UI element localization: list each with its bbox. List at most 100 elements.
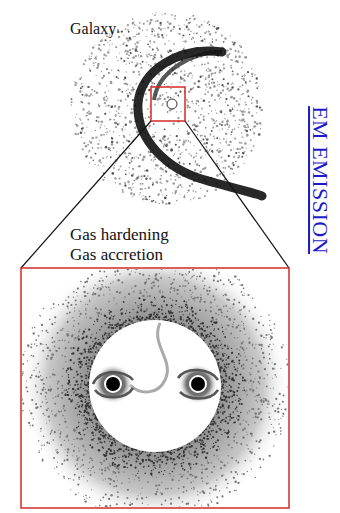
gas-dot	[221, 399, 223, 401]
star-dot	[229, 174, 230, 175]
gas-dot	[216, 354, 218, 356]
gas-dot	[84, 419, 85, 420]
star-dot	[186, 26, 188, 28]
star-dot	[246, 155, 247, 156]
gas-dot	[79, 361, 81, 363]
star-dot	[140, 55, 142, 57]
gas-dot	[93, 292, 94, 293]
star-dot	[216, 112, 218, 114]
gas-dot	[254, 454, 255, 455]
star-dot	[229, 141, 231, 143]
star-dot	[238, 127, 239, 128]
star-dot	[89, 141, 90, 142]
gas-dot	[252, 345, 253, 346]
gas-dot	[192, 298, 194, 300]
star-dot	[204, 32, 206, 34]
star-dot	[120, 58, 122, 60]
star-dot	[211, 110, 212, 111]
gas-dot	[108, 498, 110, 500]
gas-dot	[41, 324, 43, 326]
star-dot	[204, 93, 206, 95]
star-dot	[77, 133, 79, 135]
star-dot	[135, 49, 138, 52]
star-dot	[247, 126, 249, 128]
star-dot	[170, 50, 172, 52]
star-dot	[242, 110, 245, 113]
star-dot	[123, 78, 125, 80]
star-dot	[244, 108, 245, 109]
star-dot	[248, 108, 249, 109]
star-dot	[239, 98, 240, 99]
star-dot	[103, 165, 104, 166]
star-dot	[217, 94, 220, 97]
gas-dot	[70, 384, 71, 385]
star-dot	[103, 134, 105, 136]
star-dot	[213, 82, 216, 85]
star-dot	[143, 195, 144, 196]
star-dot	[142, 61, 144, 63]
gas-dot	[223, 474, 224, 475]
gas-dot	[46, 344, 47, 345]
gas-dot	[80, 384, 81, 385]
star-dot	[82, 108, 84, 110]
star-dot	[96, 75, 97, 76]
gas-dot	[201, 440, 203, 442]
star-dot	[101, 120, 104, 123]
gas-dot	[199, 301, 201, 303]
star-dot	[246, 127, 247, 128]
star-dot	[146, 36, 147, 37]
gas-dot	[203, 288, 205, 290]
star-dot	[245, 104, 247, 106]
star-dot	[211, 130, 213, 132]
star-dot	[190, 22, 191, 23]
gas-dot	[213, 466, 215, 468]
star-dot	[148, 53, 150, 55]
star-dot	[75, 133, 77, 135]
gas-dot	[222, 411, 224, 413]
star-dot	[133, 183, 134, 184]
star-dot	[191, 100, 193, 102]
star-dot	[223, 41, 225, 43]
star-dot	[131, 22, 133, 24]
star-dot	[123, 135, 125, 137]
star-dot	[141, 183, 143, 185]
star-dot	[230, 168, 231, 169]
star-dot	[159, 95, 161, 97]
star-dot	[133, 180, 134, 181]
star-dot	[129, 120, 131, 122]
gas-dot	[199, 275, 201, 277]
star-dot	[238, 103, 240, 105]
star-dot	[219, 150, 222, 153]
gas-dot	[75, 493, 77, 495]
star-dot	[249, 129, 251, 131]
gas-dot	[146, 317, 148, 319]
star-dot	[109, 40, 111, 42]
gas-dot	[271, 349, 272, 350]
gas-dot	[190, 482, 192, 484]
star-dot	[151, 28, 154, 31]
star-dot	[160, 175, 162, 177]
star-dot	[88, 152, 89, 153]
star-dot	[236, 100, 238, 102]
star-dot	[104, 113, 106, 115]
star-dot	[166, 35, 167, 36]
star-dot	[82, 102, 84, 104]
star-dot	[193, 128, 195, 130]
gas-disk	[22, 269, 288, 507]
star-dot	[229, 144, 231, 146]
star-dot	[200, 135, 202, 137]
star-dot	[244, 163, 245, 164]
gas-dot	[138, 495, 139, 496]
star-dot	[189, 34, 190, 35]
star-dot	[124, 184, 126, 186]
star-dot	[108, 49, 109, 50]
gas-dot	[125, 322, 126, 323]
gas-dot	[214, 328, 215, 329]
gas-dot	[57, 396, 58, 397]
gas-dot	[213, 330, 214, 331]
star-dot	[230, 65, 232, 67]
star-dot	[184, 24, 185, 25]
star-dot	[205, 146, 207, 148]
gas-dot	[71, 443, 73, 445]
star-dot	[241, 52, 242, 53]
